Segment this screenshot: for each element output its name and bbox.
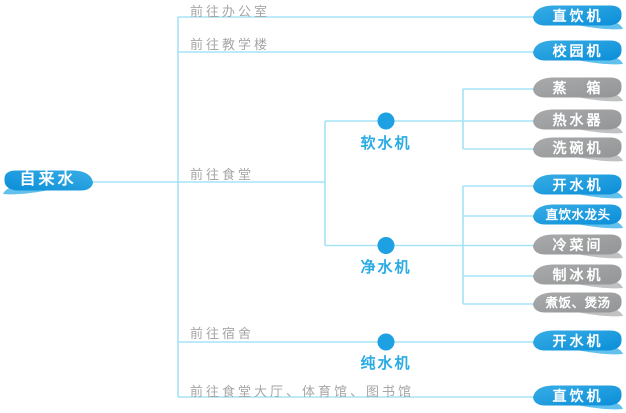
device-box-label: 洗碗机 — [552, 139, 604, 156]
device-box-label: 直饮机 — [552, 7, 604, 24]
node-label-pure: 纯水机 — [360, 355, 412, 372]
device-box-cooking: 煮饭、煲汤 — [533, 290, 623, 316]
device-box-label: 开水机 — [552, 332, 604, 349]
device-box-label: 直饮机 — [552, 387, 604, 404]
swoosh-shape — [3, 170, 93, 194]
swoosh-shape — [533, 204, 623, 228]
device-box-dishwasher: 洗碗机 — [533, 135, 623, 161]
device-box-direct-drink-1: 直饮机 — [533, 3, 623, 29]
swoosh-shape — [533, 234, 623, 258]
device-box-label: 煮饭、煲汤 — [545, 295, 611, 310]
swoosh-shape — [533, 174, 623, 198]
node-label-softener: 软水机 — [360, 135, 412, 152]
device-box-boiler-1: 开水机 — [533, 172, 623, 198]
device-box-campus: 校园机 — [533, 38, 623, 64]
root-box-label: 自来水 — [19, 170, 77, 188]
device-box-direct-drink-2: 直饮机 — [533, 383, 623, 409]
swoosh-shape — [533, 292, 623, 316]
device-box-label: 热水器 — [552, 111, 604, 128]
root-box-tap-water: 自来水 — [3, 168, 93, 194]
branch-label-office: 前往办公室 — [190, 4, 271, 19]
branch-node-dot-pure — [377, 333, 395, 351]
branch-label-dorm: 前往宿舍 — [190, 326, 255, 341]
swoosh-shape — [533, 330, 623, 354]
device-box-label: 冷菜间 — [552, 236, 604, 253]
branch-node-dot-softener — [377, 112, 395, 130]
swoosh-shape — [533, 5, 623, 29]
swoosh-shape — [533, 137, 623, 161]
branch-label-teaching: 前往教学楼 — [190, 37, 271, 52]
device-box-water-heater: 热水器 — [533, 107, 623, 133]
device-box-label: 蒸 箱 — [552, 79, 604, 96]
device-box-label: 开水机 — [552, 176, 604, 193]
swoosh-shape — [533, 109, 623, 133]
node-label-purifier: 净水机 — [360, 259, 412, 276]
device-box-ice-maker: 制冰机 — [533, 262, 623, 288]
branch-node-dot-purifier — [377, 237, 395, 254]
branch-label-hall: 前往食堂大厅、体育馆、图书馆 — [190, 384, 415, 399]
branch-label-canteen: 前往食堂 — [190, 167, 255, 182]
device-box-drink-faucet: 直饮水龙头 — [533, 202, 623, 228]
device-box-boiler-2: 开水机 — [533, 328, 623, 354]
swoosh-shape — [533, 385, 623, 409]
swoosh-shape — [533, 77, 623, 101]
device-box-steamer: 蒸 箱 — [533, 75, 623, 101]
device-box-label: 直饮水龙头 — [545, 207, 611, 222]
swoosh-shape — [533, 40, 623, 64]
device-box-label: 制冰机 — [552, 266, 604, 283]
device-box-cold-dish-room: 冷菜间 — [533, 232, 623, 258]
swoosh-shape — [533, 264, 623, 288]
device-box-label: 校园机 — [552, 42, 604, 59]
